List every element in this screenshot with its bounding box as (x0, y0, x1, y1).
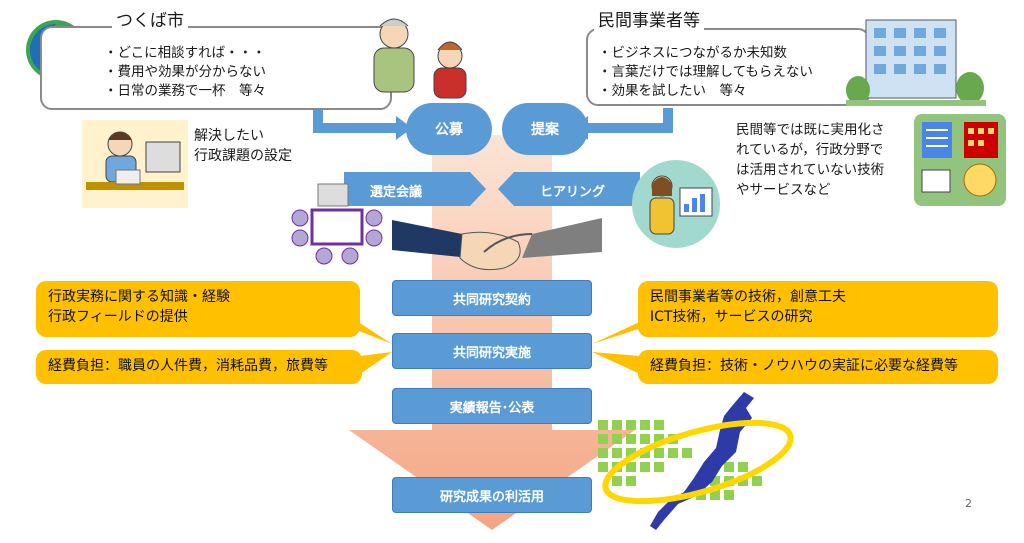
selection-meeting-label: 選定会議 (370, 185, 423, 200)
private-tech-note: 民間等では既に実用化さ れているが，行政分野で は活用されていない技術 やサービ… (736, 120, 885, 200)
tsukuba-concerns-callout: どこに相談すれば・・・ 費用や効果が分からない 日常の業務で一杯 等々 (40, 26, 392, 110)
tech-note-line: は活用されていない技術 (736, 162, 885, 178)
private-concerns-callout: ビジネスにつながるか未知数 言葉だけでは理解してもらえない 効果を試したい 等々 (586, 28, 870, 106)
page-number: 2 (965, 497, 972, 510)
private-technology-line: 民間事業者等の技術，創意工夫 (650, 289, 846, 305)
admin-knowledge-line: 行政実務に関する知識・経験 (48, 289, 230, 305)
tsukuba-bullet: 費用や効果が分からない (104, 63, 267, 82)
report-publication-box: 実績報告･公表 (392, 388, 592, 424)
admin-cost-box: 経費負担：職員の人件費，消耗品費，旅費等 (36, 350, 362, 384)
issue-label-line: 解決したい (194, 128, 264, 144)
issue-label-line: 行政課題の設定 (194, 148, 292, 164)
tsukuba-bullet: どこに相談すれば・・・ (104, 44, 266, 63)
private-bullet: 言葉だけでは理解してもらえない (598, 63, 813, 82)
tech-note-line: れているが，行政分野で (736, 142, 884, 158)
admin-knowledge-line: 行政フィールドの提供 (48, 309, 188, 325)
tsukuba-bullets: どこに相談すれば・・・ 費用や効果が分からない 日常の業務で一杯 等々 (104, 44, 267, 101)
private-technology-line: ICT技術，サービスの研究 (650, 309, 813, 325)
tsukuba-bullet: 日常の業務で一杯 等々 (104, 82, 267, 101)
worried-people-illustration (356, 12, 476, 104)
tech-note-line: 民間等では既に実用化さ (736, 122, 885, 138)
issue-setting-label: 解決したい 行政課題の設定 (194, 126, 292, 166)
joint-research-contract-box: 共同研究契約 (392, 280, 592, 316)
office-building-illustration (846, 6, 986, 110)
private-bullets: ビジネスにつながるか未知数 言葉だけでは理解してもらえない 効果を試したい 等々 (598, 44, 813, 101)
hearing-label: ヒアリング (540, 185, 606, 200)
tech-services-illustration (914, 114, 1006, 206)
private-bullet: 効果を試したい 等々 (598, 82, 813, 101)
presenter-illustration (632, 160, 720, 248)
joint-research-implementation-box: 共同研究実施 (392, 333, 592, 369)
recruit-oval: 公募 (406, 103, 492, 155)
research-utilization-box: 研究成果の利活用 (392, 477, 592, 513)
office-worker-illustration (82, 120, 188, 208)
meeting-table-illustration (282, 182, 392, 266)
japan-map-illustration (594, 390, 800, 536)
tech-note-line: やサービスなど (736, 182, 831, 198)
private-title: 民間事業者等 (594, 6, 704, 31)
handshake-illustration (392, 208, 602, 278)
private-bullet: ビジネスにつながるか未知数 (598, 44, 813, 63)
private-technology-box: 民間事業者等の技術，創意工夫 ICT技術，サービスの研究 (638, 281, 998, 337)
propose-oval: 提案 (502, 103, 588, 155)
tsukuba-title: つくば市 (112, 6, 188, 31)
admin-knowledge-box: 行政実務に関する知識・経験 行政フィールドの提供 (36, 281, 360, 337)
private-cost-box: 経費負担：技術・ノウハウの実証に必要な経費等 (638, 350, 998, 384)
